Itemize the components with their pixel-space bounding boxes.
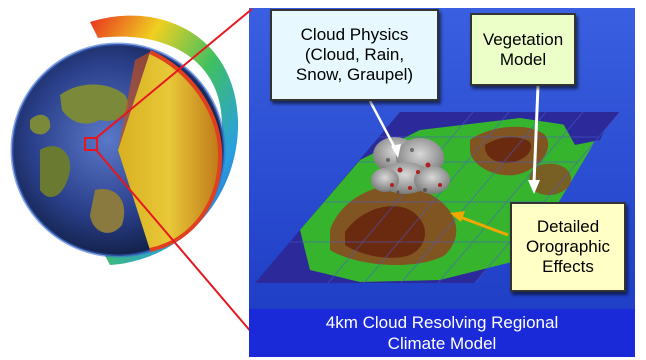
vegetation-arrow: [528, 85, 540, 194]
region-highlight: [84, 137, 98, 151]
banner-line-2: Climate Model: [387, 334, 497, 353]
orographic-line-2: Orographic: [525, 237, 611, 256]
orographic-line-3: Effects: [542, 257, 594, 276]
globe-cutaway: [10, 15, 239, 265]
cloud-arrow: [368, 100, 401, 158]
orographic-effects-callout: Detailed Orographic Effects: [510, 202, 626, 292]
connector-line-bottom: [95, 149, 253, 334]
cloud-physics-callout: Cloud Physics (Cloud, Rain, Snow, Graupe…: [270, 9, 439, 101]
cloud-physics-line-2: (Cloud, Rain,: [304, 45, 405, 64]
vegetation-line-2: Model: [499, 49, 547, 69]
cloud-cluster: [371, 137, 450, 194]
vegetation-line-1: Vegetation: [482, 29, 564, 49]
cloud-physics-line-3: Snow, Graupel): [295, 65, 414, 84]
orographic-line-1: Detailed: [536, 217, 600, 236]
connector-line-top: [94, 8, 253, 140]
cloud-physics-line-1: Cloud Physics: [300, 25, 409, 44]
orographic-arrow: [450, 211, 509, 237]
model-title-banner: 4km Cloud Resolving Regional Climate Mod…: [249, 309, 635, 357]
vegetation-model-callout: Vegetation Model: [470, 13, 576, 86]
banner-line-1: 4km Cloud Resolving Regional: [325, 313, 559, 332]
